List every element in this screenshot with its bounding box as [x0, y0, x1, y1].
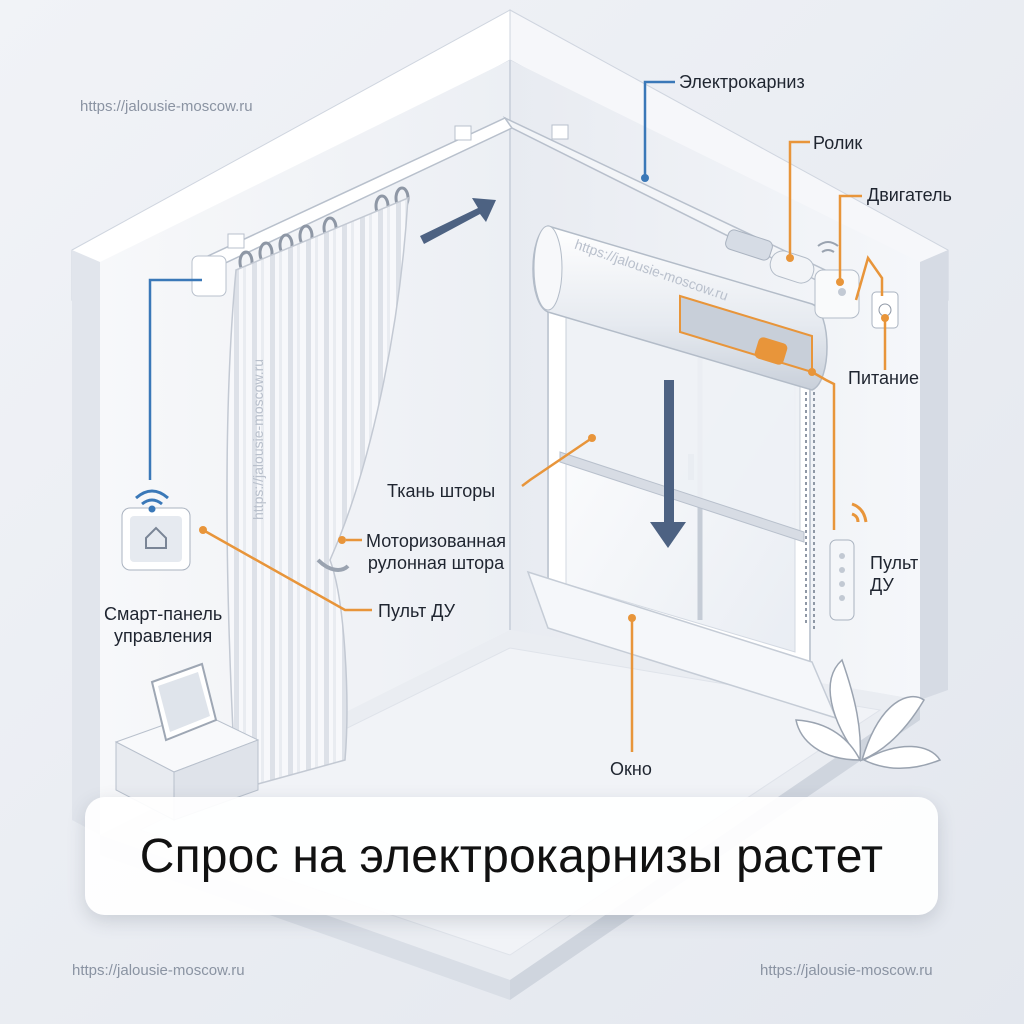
remote-buttons: [839, 553, 845, 601]
left-wall-outer-face: [72, 250, 100, 835]
smart-panel-screen: [130, 516, 182, 562]
tablet-screen: [158, 672, 210, 732]
label-remote-right: Пульт ДУ: [870, 553, 919, 595]
motor-gear: [725, 229, 773, 261]
label-remote-mid: Пульт ДУ: [378, 601, 456, 621]
label-rail: Электрокарниз: [679, 72, 805, 92]
label-roller: Ролик: [813, 133, 863, 153]
leader-fabric: [521, 436, 593, 487]
leader-motor: [838, 194, 862, 282]
label-fabric: Ткань шторы: [387, 481, 496, 501]
watermark-bottom-left: https://jalousie-moscow.ru: [72, 962, 245, 979]
motor-led: [838, 288, 846, 296]
remote-control-right: [829, 539, 855, 621]
curtain-tieback: [316, 558, 350, 572]
blind-direction-arrow: [650, 380, 686, 548]
roller-gear: [754, 337, 788, 365]
signal-icon: [851, 502, 868, 523]
home-icon: [145, 526, 167, 549]
leader-panel-cable: [148, 278, 202, 480]
headline-banner: Спрос на электрокарнизы растет: [85, 797, 938, 915]
leader-remote-mid: [202, 528, 372, 612]
leader-power-cable: [854, 255, 884, 301]
leader-rail: [643, 80, 675, 178]
label-power: Питание: [848, 368, 920, 388]
label-window: Окно: [610, 759, 652, 779]
leader-remote-right: [811, 370, 836, 530]
wifi-icon: [817, 241, 839, 253]
right-wall-outer-face: [920, 250, 948, 700]
watermark-vertical: https://jalousie-moscow.ru: [250, 358, 266, 520]
watermark-bottom-right: https://jalousie-moscow.ru: [760, 962, 933, 979]
label-smart-panel: Смарт-панель управления: [104, 604, 223, 646]
roller-cassette-end: [533, 225, 563, 311]
curtain: [226, 196, 409, 791]
rail-bracket: [454, 125, 472, 141]
leader-roller: [788, 140, 810, 258]
curtain-direction-arrow: [420, 198, 496, 244]
leader-lines: [148, 80, 889, 752]
rail-bracket: [227, 233, 245, 249]
roller-component: [769, 250, 815, 284]
watermark-top-left: https://jalousie-moscow.ru: [80, 98, 253, 115]
plant: [795, 658, 942, 769]
label-motor: Двигатель: [867, 185, 952, 205]
label-motorized-blind: Моторизованная рулонная штора: [366, 531, 507, 573]
leader-dot: [641, 174, 649, 182]
wifi-icon: [135, 489, 169, 513]
rail-end-cap: [191, 255, 227, 297]
headline-text: Спрос на электрокарнизы растет: [139, 829, 884, 883]
rail-bracket: [551, 124, 569, 140]
motor-unit: [814, 269, 860, 319]
